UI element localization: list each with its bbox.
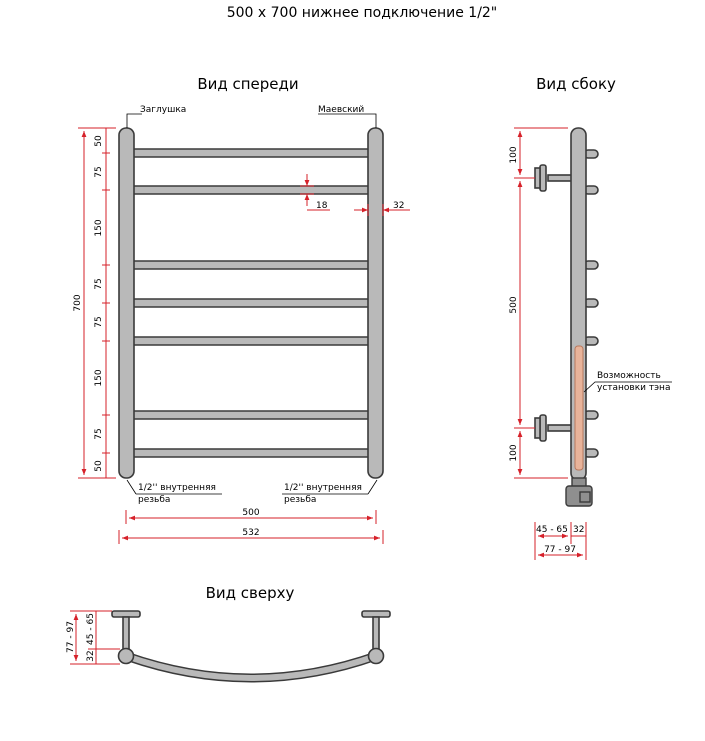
segment-2: 75: [94, 166, 104, 177]
segment-5: 75: [94, 316, 104, 327]
thread-left-leader: [126, 479, 137, 495]
thread-left-label-2: резьба: [138, 495, 170, 505]
side-depth-value: 77 - 97: [544, 545, 576, 555]
bar-1: [127, 148, 373, 158]
side-view: Возможность установки тэна 100 500 100 4…: [509, 127, 672, 560]
total-width-value: 532: [242, 528, 259, 538]
bar-6: [127, 410, 373, 420]
side-pipe-value: 32: [573, 525, 584, 535]
heater-label-1: Возможность: [597, 371, 661, 381]
segment-3: 150: [94, 219, 104, 236]
top-view-heading: Вид сверху: [206, 584, 295, 602]
segment-7: 75: [94, 428, 104, 439]
upper-bracket-arm: [547, 174, 575, 182]
side-view-heading: Вид сбоку: [536, 75, 616, 93]
bar-2: [127, 185, 373, 195]
mayevsky-label: Маевский: [318, 105, 364, 115]
front-view: Заглушка Маевский 1/2'' внутренняя резьб…: [73, 105, 410, 544]
bar-4: [127, 298, 373, 308]
segment-dimension-chain: 50 75 150 75 75 150 75 50: [94, 127, 110, 479]
segment-1: 50: [94, 135, 104, 147]
upper-bracket-plate: [539, 164, 547, 192]
side-middle-value: 500: [509, 296, 519, 313]
side-top-value: 100: [509, 146, 519, 163]
lower-bracket-arm: [547, 424, 575, 432]
top-right-bracket-arm: [372, 616, 380, 650]
left-riser: [118, 127, 135, 479]
lower-bracket-plate: [539, 414, 547, 442]
center-distance-value: 500: [242, 508, 259, 518]
right-riser: [367, 127, 384, 479]
front-view-heading: Вид спереди: [197, 75, 298, 93]
side-bottom-value: 100: [509, 444, 519, 461]
segment-6: 150: [94, 369, 104, 386]
plug-leader: [126, 113, 142, 128]
top-left-bracket-arm: [122, 616, 130, 650]
top-pipe-value: 32: [86, 650, 96, 661]
bar-5: [127, 336, 373, 346]
heater-label-2: установки тэна: [597, 383, 670, 393]
side-offset-value: 45 - 65: [536, 525, 568, 535]
top-right-bracket-plate: [361, 610, 391, 618]
plug-label: Заглушка: [140, 105, 186, 115]
top-offset-value: 45 - 65: [86, 613, 96, 645]
pipe-diameter-value: 32: [393, 201, 404, 211]
bar-7: [127, 448, 373, 458]
segment-4: 75: [94, 278, 104, 289]
top-left-bracket-plate: [111, 610, 141, 618]
heater-leader: [583, 381, 672, 393]
thread-left-label-1: 1/2'' внутренняя: [138, 483, 216, 493]
heater-element: [574, 345, 584, 471]
thread-right-label-1: 1/2'' внутренняя: [284, 483, 362, 493]
top-depth-value: 77 - 97: [66, 621, 76, 653]
top-view: 77 - 97 45 - 65 32: [66, 610, 391, 683]
page-title: 500 x 700 нижнее подключение 1/2": [227, 5, 498, 21]
thread-right-leader: [367, 479, 378, 495]
segment-8: 50: [94, 460, 104, 472]
top-curved-bar: [123, 653, 379, 681]
top-left-riser: [117, 647, 135, 665]
top-right-riser: [367, 647, 385, 665]
bar-3: [127, 260, 373, 270]
front-bars: [127, 148, 373, 458]
bar-gap-value: 18: [316, 201, 328, 211]
thread-right-label-2: резьба: [284, 495, 316, 505]
total-height-value: 700: [73, 294, 83, 311]
mayevsky-leader: [318, 113, 377, 128]
